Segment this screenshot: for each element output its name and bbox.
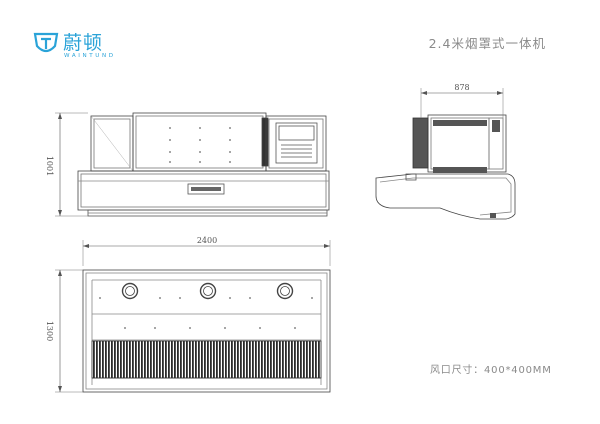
rivet-dot [229,297,231,299]
rivet-dot [159,297,161,299]
rivet-dot [199,127,201,129]
front-panel-rivets [169,127,231,163]
rivet-dot [229,161,231,163]
rivet-dot [199,161,201,163]
plan-rivets [99,297,313,329]
rivet-dot [99,297,101,299]
side-elevation-view [375,88,516,220]
rivet-dot [224,327,226,329]
rivet-dot [249,297,251,299]
rivet-dot [229,139,231,141]
outlet-size-note: 风口尺寸：400*400MM [430,365,552,376]
brand-logo-icon [33,32,59,53]
rivet-dot [179,297,181,299]
dim-front-height: 1001 [45,156,54,176]
rivet-dot [169,151,171,153]
rivet-dot [124,327,126,329]
front-elevation-view [55,112,330,217]
dim-plan-width: 2400 [197,236,217,245]
brand-logo: 蔚顿 WAINTUND [33,30,133,64]
rivet-dot [199,139,201,141]
rivet-dot [229,151,231,153]
rivet-dot [311,297,313,299]
rivet-dot [294,327,296,329]
brand-name-cn: 蔚顿 [63,32,104,54]
dim-plan-depth: 1300 [45,321,54,341]
rivet-dot [259,327,261,329]
brand-name-en: WAINTUND [64,53,116,59]
page-title: 2.4米烟罩式一体机 [428,36,546,51]
rivet-dot [169,139,171,141]
rivet-dot [169,161,171,163]
rivet-dot [169,127,171,129]
dim-side-width: 878 [454,83,469,92]
plan-view [55,240,331,393]
rivet-dot [189,327,191,329]
rivet-dot [229,127,231,129]
rivet-dot [154,327,156,329]
rivet-dot [199,151,201,153]
